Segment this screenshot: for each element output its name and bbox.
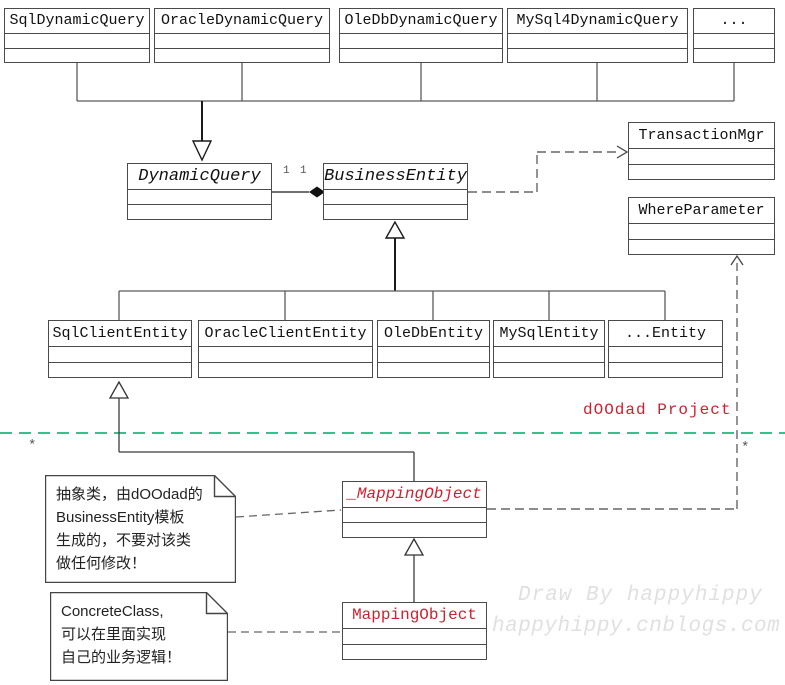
class-sqlcliententity[interactable]: SqlClientEntity	[48, 320, 192, 378]
class-title: TransactionMgr	[629, 123, 774, 149]
attributes-compartment	[155, 34, 329, 49]
attributes-compartment	[5, 34, 149, 49]
watermark-blog-url: happyhippy.cnblogs.com	[492, 615, 781, 638]
attributes-compartment	[694, 34, 774, 49]
note-text: ConcreteClass, 可以在里面实现 自己的业务逻辑！	[61, 603, 182, 666]
operations-compartment	[128, 205, 271, 219]
multiplicity-star-label: *	[741, 440, 750, 456]
mappingobject-inheritance-path	[118, 398, 415, 481]
class-mysqlentity[interactable]: MySqlEntity	[493, 320, 605, 378]
top-bus-lines	[76, 63, 735, 102]
class-title: MySql4DynamicQuery	[508, 9, 687, 34]
operations-compartment	[378, 363, 489, 378]
attributes-compartment	[343, 508, 486, 523]
operations-compartment	[609, 363, 722, 378]
class-mappingobject[interactable]: MappingObject	[342, 602, 487, 660]
class-businessentity[interactable]: BusinessEntity	[323, 163, 468, 220]
operations-compartment	[343, 645, 486, 660]
dependency-arrow-whereparameter	[730, 254, 744, 266]
watermark-author: Draw By happyhippy	[518, 584, 763, 607]
class-title: BusinessEntity	[324, 164, 467, 190]
multiplicity-star-label: *	[28, 438, 37, 454]
attributes-compartment	[494, 347, 604, 363]
class-transactionmgr[interactable]: TransactionMgr	[628, 122, 775, 180]
note-concrete-class[interactable]: ConcreteClass, 可以在里面实现 自己的业务逻辑！	[50, 592, 228, 681]
class-title: _MappingObject	[343, 482, 486, 508]
attributes-compartment	[128, 190, 271, 205]
project-label: dOOdad Project	[583, 401, 732, 419]
composition-diamond-icon	[309, 186, 325, 198]
operations-compartment	[5, 49, 149, 63]
class-title: MySqlEntity	[494, 321, 604, 347]
operations-compartment	[340, 49, 502, 63]
class-whereparameter[interactable]: WhereParameter	[628, 197, 775, 255]
operations-compartment	[694, 49, 774, 63]
operations-compartment	[629, 165, 774, 180]
note-abstract-class[interactable]: 抽象类，由dOOdad的 BusinessEntity模板 生成的，不要对该类 …	[45, 475, 236, 583]
class-title: WhereParameter	[629, 198, 774, 224]
class-oledbentity[interactable]: OleDbEntity	[377, 320, 490, 378]
class-oledbdynamicquery[interactable]: OleDbDynamicQuery	[339, 8, 503, 63]
attributes-compartment	[629, 224, 774, 240]
attributes-compartment	[343, 629, 486, 645]
operations-compartment	[49, 363, 191, 378]
operations-compartment	[508, 49, 687, 63]
entity-bus-lines	[118, 290, 666, 320]
class-title: ...Entity	[609, 321, 722, 347]
class-title: SqlDynamicQuery	[5, 9, 149, 34]
class-title: OleDbDynamicQuery	[340, 9, 502, 34]
dependency-transactionmgr	[468, 151, 619, 193]
multiplicity-label: 1	[283, 165, 290, 177]
operations-compartment	[494, 363, 604, 378]
class-oracledynamicquery[interactable]: OracleDynamicQuery	[154, 8, 330, 63]
operations-compartment	[343, 523, 486, 537]
note-shape	[50, 592, 228, 681]
class-title: DynamicQuery	[128, 164, 271, 190]
class-title: ...	[694, 9, 774, 34]
class-oraclecliententity[interactable]: OracleClientEntity	[198, 320, 373, 378]
class-title: SqlClientEntity	[49, 321, 191, 347]
generalization-arrow-businessentity	[384, 220, 406, 239]
class-more-dynamicquery[interactable]: ...	[693, 8, 775, 63]
attributes-compartment	[609, 347, 722, 363]
operations-compartment	[155, 49, 329, 63]
operations-compartment	[629, 240, 774, 255]
attributes-compartment	[199, 347, 372, 363]
class-mappingobject-abstract[interactable]: _MappingObject	[342, 481, 487, 538]
attributes-compartment	[629, 149, 774, 165]
class-title: OracleClientEntity	[199, 321, 372, 347]
operations-compartment	[324, 205, 467, 219]
attributes-compartment	[340, 34, 502, 49]
class-more-entity[interactable]: ...Entity	[608, 320, 723, 378]
attributes-compartment	[49, 347, 191, 363]
operations-compartment	[199, 363, 372, 378]
generalization-arrow-sqlcliententity	[108, 380, 130, 399]
class-mysql4dynamicquery[interactable]: MySql4DynamicQuery	[507, 8, 688, 63]
attributes-compartment	[508, 34, 687, 49]
attributes-compartment	[324, 190, 467, 205]
generalization-arrow-mappingobject	[403, 537, 425, 556]
class-title: MappingObject	[343, 603, 486, 629]
note-shape	[45, 475, 236, 583]
note-anchor-abstract	[235, 509, 342, 518]
generalization-arrow-dynamicquery	[191, 140, 213, 162]
dependency-arrow-transactionmgr	[616, 145, 629, 159]
class-title: OracleDynamicQuery	[155, 9, 329, 34]
class-title: OleDbEntity	[378, 321, 489, 347]
class-dynamicquery[interactable]: DynamicQuery	[127, 163, 272, 220]
class-sqldynamicquery[interactable]: SqlDynamicQuery	[4, 8, 150, 63]
note-text: 抽象类，由dOOdad的 BusinessEntity模板 生成的，不要对该类 …	[56, 486, 203, 572]
attributes-compartment	[378, 347, 489, 363]
multiplicity-label: 1	[300, 165, 307, 177]
dependency-whereparameter	[487, 263, 738, 510]
